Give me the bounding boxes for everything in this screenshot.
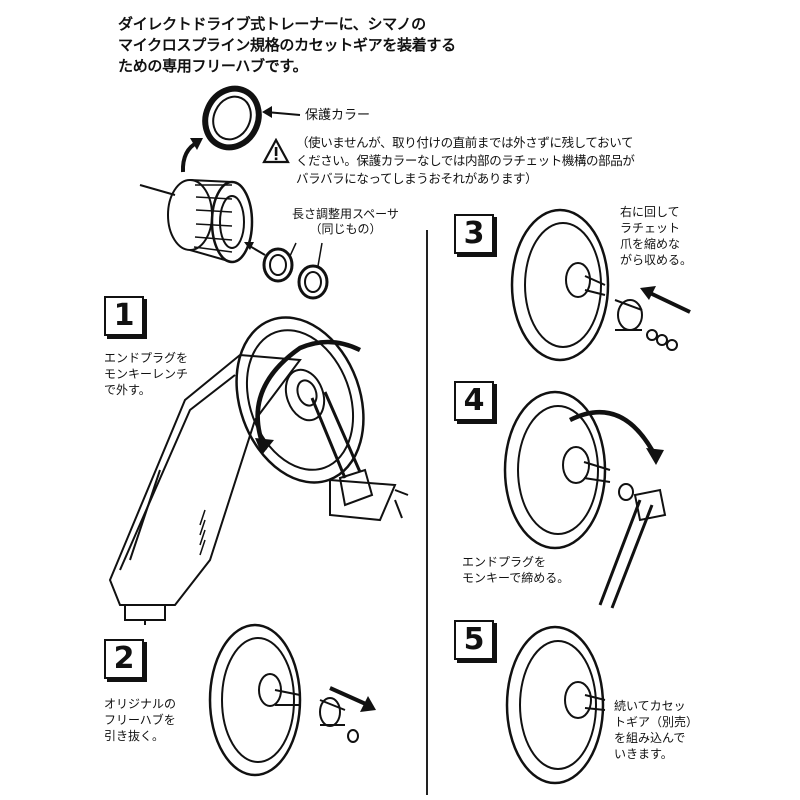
caption-line: エンドプラグを xyxy=(462,555,547,569)
step2-flywheel xyxy=(208,623,359,777)
pull-out-arrow xyxy=(329,686,369,707)
insert-arrow xyxy=(649,291,691,314)
caption-line: トギア（別売） xyxy=(614,715,699,729)
caption-line: ラチェット xyxy=(620,221,681,235)
step-4-caption: エンドプラグを モンキーで締める。 xyxy=(462,554,569,586)
caption-line: モンキーレンチ xyxy=(104,367,189,381)
caption-line: で外す。 xyxy=(104,383,151,397)
warning-note: （使いませんが、取り付けの直前までは外さずに残しておいて ください。保護カラーな… xyxy=(296,134,716,188)
step-5-caption: 続いてカセッ トギア（別売） を組み込んで いきます。 xyxy=(614,698,698,762)
warning-triangle-icon xyxy=(262,138,290,164)
caption-line: がら収める。 xyxy=(620,253,693,267)
spacer-label: 長さ調整用スペーサ （同じもの） xyxy=(292,207,399,237)
intro-text: ダイレクトドライブ式トレーナーに、シマノの マイクロスプライン規格のカセットギア… xyxy=(118,14,538,77)
step-1-caption: エンドプラグを モンキーレンチ で外す。 xyxy=(104,350,188,398)
step-2-caption: オリジナルの フリーハブを 引き抜く。 xyxy=(104,696,176,744)
protective-collar-ring xyxy=(202,85,262,151)
warning-line: バラバラになってしまうおそれがあります） xyxy=(296,171,538,186)
collar-label: 保護カラー xyxy=(305,108,371,123)
intro-line: ための専用フリーハブです。 xyxy=(118,57,308,75)
caption-line: 続いてカセッ xyxy=(614,699,686,713)
caption-line: フリーハブを xyxy=(104,713,176,727)
caption-line: エンドプラグを xyxy=(104,351,189,365)
caption-line: 爪を縮めな xyxy=(620,237,681,251)
step-3-caption: 右に回して ラチェット 爪を縮めな がら収める。 xyxy=(620,204,692,268)
step-number-5: 5 xyxy=(454,620,494,660)
spacer-label-line: 長さ調整用スペーサ xyxy=(292,207,399,221)
step-number-2: 2 xyxy=(104,639,144,679)
step-number-4: 4 xyxy=(454,381,494,421)
warning-line: ください。保護カラーなしでは内部のラチェット機構の部品が xyxy=(296,153,635,168)
caption-line: を組み込んで xyxy=(614,731,686,745)
trainer-body xyxy=(108,316,409,625)
intro-line: マイクロスプライン規格のカセットギアを装着する xyxy=(118,36,456,54)
caption-line: 右に回して xyxy=(620,205,680,219)
step-number-1: 1 xyxy=(104,296,144,336)
intro-line: ダイレクトドライブ式トレーナーに、シマノの xyxy=(118,15,426,33)
column-divider xyxy=(426,230,428,795)
step4-flywheel xyxy=(503,390,667,609)
caption-line: モンキーで締める。 xyxy=(462,571,570,585)
warning-line: （使いませんが、取り付けの直前までは外さずに残しておいて xyxy=(296,135,634,150)
caption-line: いきます。 xyxy=(614,747,673,761)
caption-line: オリジナルの xyxy=(104,697,177,711)
freehub-body xyxy=(139,179,254,264)
loosen-arrow xyxy=(255,339,362,451)
step-number-3: 3 xyxy=(454,214,494,254)
caption-line: 引き抜く。 xyxy=(104,729,165,743)
step5-flywheel xyxy=(505,625,606,785)
step3-flywheel xyxy=(510,208,678,362)
spacer-rings xyxy=(262,247,329,300)
tighten-arrow xyxy=(568,410,654,452)
spacer-label-line: （同じもの） xyxy=(309,222,382,236)
